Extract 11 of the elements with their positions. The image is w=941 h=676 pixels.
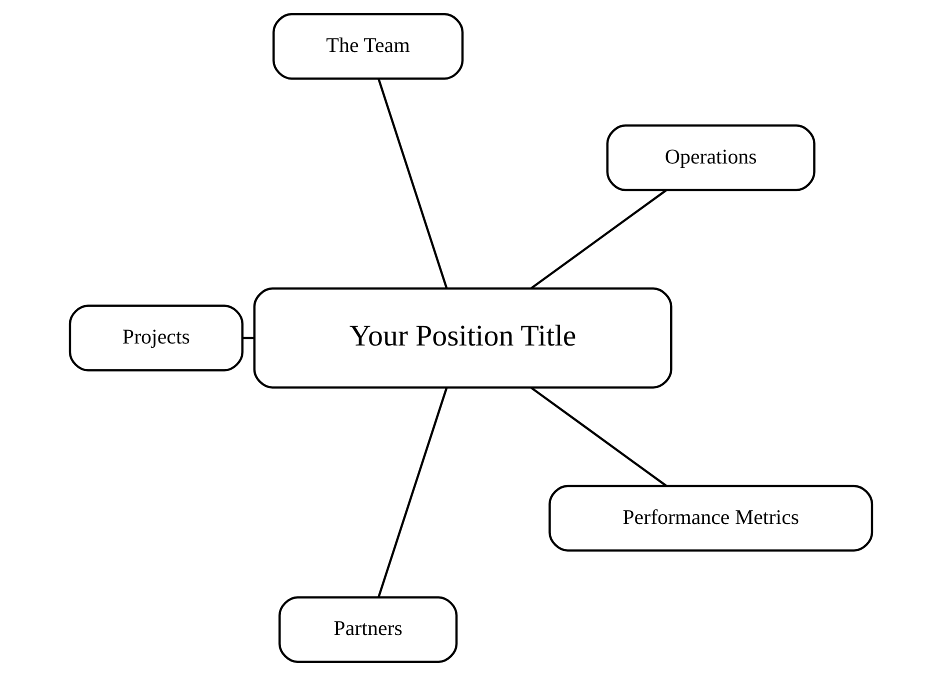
node-box: Projects [68, 304, 244, 372]
connector [242, 336, 254, 340]
node-box: The Team [272, 13, 464, 80]
connector [530, 189, 666, 290]
node-box: Performance Metrics [548, 484, 873, 552]
node-box: Partners [278, 596, 458, 663]
connector [377, 388, 448, 598]
node-box: Your Position Title [252, 287, 672, 389]
connector [530, 386, 666, 487]
connector [377, 78, 448, 288]
node-box: Operations [606, 124, 815, 192]
